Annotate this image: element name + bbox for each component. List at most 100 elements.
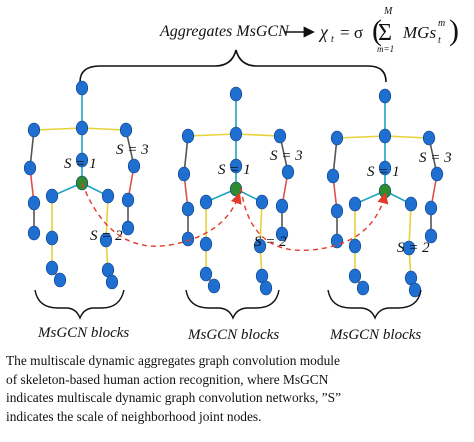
joint	[127, 158, 141, 174]
joint	[255, 194, 269, 210]
joint	[430, 166, 444, 182]
joint	[229, 86, 243, 102]
scale-label-s1: S = 1	[367, 164, 400, 180]
joint	[348, 238, 362, 254]
top-label: Aggregates MsGCN	[159, 23, 290, 40]
joint	[199, 266, 213, 282]
joint	[121, 220, 135, 236]
joint	[207, 278, 221, 294]
joint	[27, 195, 41, 211]
joint	[75, 80, 89, 96]
joint	[23, 160, 37, 176]
joint	[45, 230, 59, 246]
bone	[259, 201, 263, 247]
formula-equals-sigma: = σ	[340, 23, 363, 42]
joint	[402, 240, 416, 256]
skeleton-diagram: Aggregates MsGCN χ t = σ ( M Σ m=1 MGs m…	[23, 6, 459, 343]
top-brace	[79, 49, 387, 83]
joint	[348, 268, 362, 284]
joint	[75, 152, 89, 168]
joint	[177, 166, 191, 182]
formula-term: MGs	[402, 23, 436, 42]
joint	[422, 130, 436, 146]
bone	[81, 127, 127, 131]
center-joint	[229, 181, 243, 197]
bone	[33, 127, 83, 131]
joint	[281, 164, 295, 180]
joint	[424, 200, 438, 216]
center-joint	[378, 183, 392, 199]
caption-line-3: indicates multiscale dynamic graph convo…	[6, 390, 342, 405]
joint	[181, 201, 195, 217]
joint	[229, 158, 243, 174]
skeleton-2: S = 1S = 3S = 2	[177, 86, 303, 296]
skeleton-1: S = 1 S = 3 S = 2	[23, 80, 149, 290]
joint	[275, 198, 289, 214]
scale-label-s3: S = 3	[270, 148, 303, 164]
joint	[424, 228, 438, 244]
block-label-1: MsGCN blocks	[37, 325, 129, 341]
joint	[273, 128, 287, 144]
bone	[408, 203, 412, 249]
joint	[105, 274, 119, 290]
joint	[378, 160, 392, 176]
block-label-3: MsGCN blocks	[329, 327, 421, 343]
bottom-brace-2	[185, 289, 280, 320]
joint	[27, 122, 41, 138]
joint	[181, 128, 195, 144]
joint	[378, 128, 392, 144]
joint	[101, 188, 115, 204]
formula-term-sup: m	[438, 18, 445, 29]
bone	[384, 135, 430, 139]
joint	[53, 272, 67, 288]
joint	[199, 236, 213, 252]
joint	[75, 120, 89, 136]
joint	[229, 126, 243, 142]
joint	[181, 231, 195, 247]
formula-lhs-sub: t	[331, 34, 334, 45]
formula: χ t = σ ( M Σ m=1 MGs m t )	[318, 6, 459, 54]
joint	[326, 168, 340, 184]
bottom-brace-3	[327, 289, 422, 320]
caption: The multiscale dynamic aggregates graph …	[6, 352, 468, 426]
joint	[121, 192, 135, 208]
skeletons-group: S = 1 S = 3 S = 2 S = 1 S = 3 S = 2 S = 1 S = 3…	[23, 80, 452, 298]
bottom-brace-1	[34, 289, 125, 320]
formula-sum-upper: M	[383, 6, 393, 17]
joint	[199, 194, 213, 210]
joint	[330, 203, 344, 219]
formula-term-sub: t	[438, 35, 441, 46]
bone	[187, 133, 237, 137]
joint	[99, 232, 113, 248]
caption-line-1: The multiscale dynamic aggregates graph …	[6, 353, 340, 368]
joint	[348, 196, 362, 212]
scale-label-s1: S = 1	[218, 162, 251, 178]
joint	[330, 130, 344, 146]
svg-text:): )	[449, 14, 459, 47]
bone	[336, 135, 386, 139]
bone	[235, 133, 281, 137]
joint	[45, 260, 59, 276]
scale-label-s3: S = 3	[419, 150, 452, 166]
joint	[356, 280, 370, 296]
formula-sum-lower: m=1	[377, 44, 394, 54]
joint	[404, 196, 418, 212]
svg-text:(: (	[372, 14, 382, 47]
scale-label-s2: S = 2	[397, 240, 430, 256]
dashed-link-left	[81, 182, 242, 247]
scale-label-s1: S = 1	[64, 156, 97, 172]
joint	[275, 226, 289, 242]
joint	[45, 188, 59, 204]
formula-sum-symbol: Σ	[378, 20, 392, 46]
joint	[378, 88, 392, 104]
joint	[253, 238, 267, 254]
joint	[119, 122, 133, 138]
joint	[27, 225, 41, 241]
joint	[259, 280, 273, 296]
scale-label-s3: S = 3	[116, 142, 149, 158]
scale-label-s2: S = 2	[90, 228, 123, 244]
block-label-2: MsGCN blocks	[187, 327, 279, 343]
bone	[105, 195, 109, 241]
formula-lhs: χ	[318, 22, 329, 42]
caption-line-2: of skeleton-based human action recogniti…	[6, 371, 329, 387]
